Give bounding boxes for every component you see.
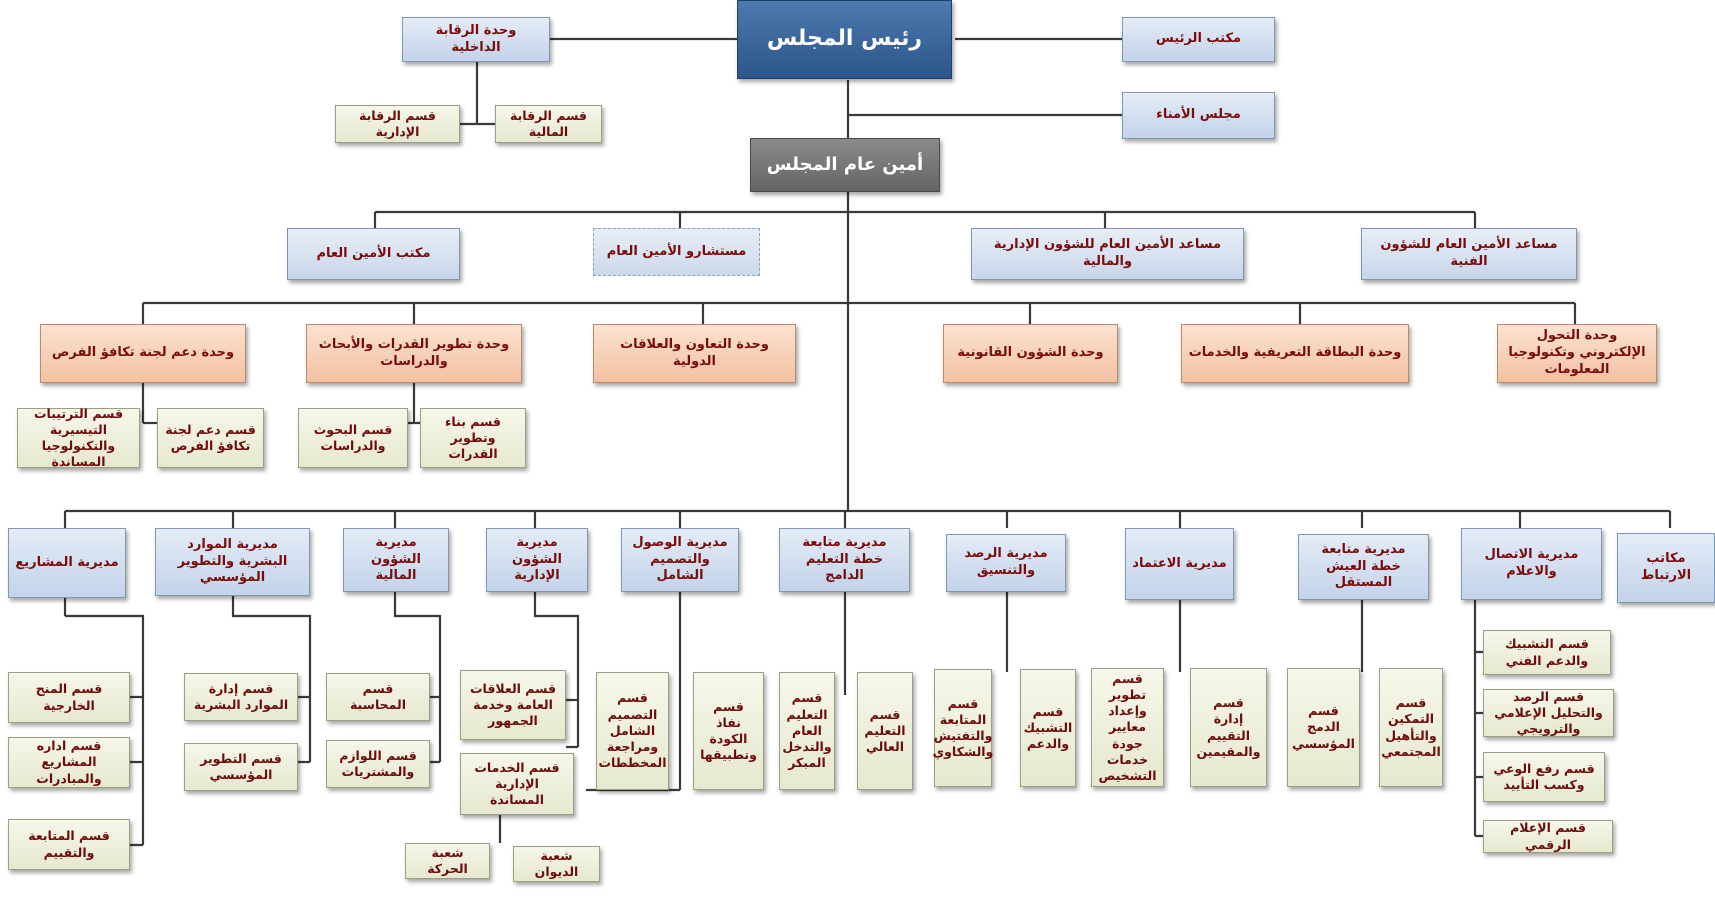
section-tech-networking: قسم التشبيك والدعم الفني (1483, 630, 1611, 675)
section-capacity: قسم بناء وتطوير القدرات (420, 408, 526, 468)
chairman-office-box: مكتب الرئيس (1122, 17, 1275, 62)
admin-audit-box: قسم الرقابة الإدارية (335, 105, 460, 143)
section-standards: قسم تطوير وإعداد معايير جودة خدمات التشخ… (1091, 668, 1164, 787)
section-universal-design: قسم التصميم الشامل ومراجعة المخططات (596, 672, 669, 790)
section-inst-dev: قسم التطوير المؤسسي (184, 743, 298, 791)
section-inst-integration: قسم الدمج المؤسسي (1287, 668, 1360, 787)
section-inspection: قسم المتابعة والتفتيش والشكاوي (933, 669, 993, 787)
directorate-independent-living: مديرية متابعة خطة العيش المستقل (1298, 534, 1429, 600)
financial-audit-box: قسم الرقابة المالية (495, 105, 602, 143)
section-supplies: قسم اللوازم والمشتريات (326, 740, 430, 788)
board-of-trustees-box: مجلس الأمناء (1122, 92, 1275, 139)
section-code-enforcement: قسم نفاذ الكودة وتطبيقها (693, 672, 764, 790)
directorate-monitoring: مديرية الرصد والتنسيق (946, 534, 1066, 592)
directorate-communication: مديرية الاتصال والاعلام (1461, 528, 1602, 600)
directorate-inclusive-edu: مديرية متابعة خطة التعليم الدامج (779, 528, 910, 592)
unit-id-card: وحدة البطاقة التعريفية والخدمات (1181, 324, 1409, 383)
directorate-hr: مديرية الموارد البشرية والتطوير المؤسسي (155, 528, 310, 596)
chairman-box: رئيس المجلس (737, 0, 952, 79)
section-hr-mgmt: قسم إدارة الموارد البشرية (184, 673, 298, 721)
section-higher-edu: قسم التعليم العالي (857, 672, 913, 790)
section-research: قسم البحوث والدراسات (298, 408, 408, 468)
unit-legal: وحدة الشؤون القانونية (943, 324, 1118, 383)
section-support-services: قسم الخدمات الإدارية المساندة (460, 753, 574, 815)
section-movement: شعبة الحركة (405, 843, 490, 879)
directorate-projects: مديرية المشاريع (8, 528, 126, 598)
directorate-admin: مديرية الشؤون الإدارية (486, 528, 588, 592)
section-registry: شعبة الديوان (513, 846, 600, 882)
section-project-mgmt: قسم اداره المشاريع والمبادرات (8, 737, 130, 788)
asg-admin-box: مساعد الأمين العام للشؤون الإدارية والما… (971, 228, 1244, 280)
section-digital-media: قسم الإعلام الرقمي (1483, 820, 1613, 853)
sg-office-box: مكتب الأمين العام (287, 228, 460, 280)
directorate-access: مديرية الوصول والتصميم الشامل (621, 528, 739, 592)
section-public-relations: قسم العلاقات العامة وخدمة الجمهور (460, 670, 566, 740)
section-community-rehab: قسم التمكين والتأهيل المجتمعي (1379, 668, 1443, 787)
internal-audit-box: وحدة الرقابة الداخلية (402, 17, 550, 62)
sg-advisors-box: مستشارو الأمين العام (593, 228, 760, 276)
directorate-accreditation: مديرية الاعتماد (1125, 528, 1234, 600)
section-evaluators: قسم إدارة التقييم والمقيمين (1190, 668, 1267, 787)
unit-capacity-research: وحدة تطوير القدرات والأبحاث والدراسات (306, 324, 522, 383)
unit-digital: وحدة التحول الإلكتروني وتكنولوجيا المعلو… (1497, 324, 1657, 383)
section-general-edu: قسم التعليم العام والتدخل المبكر (779, 672, 835, 790)
section-eo-support: قسم دعم لجنة تكافؤ الفرص (157, 408, 264, 468)
section-foreign-grants: قسم المنح الخارجية (8, 672, 130, 723)
directorate-liaison: مكاتب الارتباط (1617, 533, 1715, 603)
section-media-analysis: قسم الرصد والتحليل الإعلامي والترويجي (1483, 689, 1614, 737)
unit-equal-opportunity: وحدة دعم لجنة تكافؤ الفرص (40, 324, 246, 383)
asg-tech-box: مساعد الأمين العام للشؤون الفنية (1361, 228, 1577, 280)
section-awareness: قسم رفع الوعي وكسب التأييد (1483, 752, 1605, 802)
directorate-finance: مديرية الشؤون المالية (343, 528, 449, 592)
section-arrangements: قسم الترتيبات التيسيرية والتكنولوجيا الم… (17, 406, 140, 469)
section-accounting: قسم المحاسبة (326, 673, 430, 721)
secretary-general-box: أمين عام المجلس (750, 138, 940, 192)
section-follow-eval: قسم المتابعة والتقييم (8, 819, 130, 870)
unit-cooperation: وحدة التعاون والعلاقات الدولية (593, 324, 796, 383)
section-networking: قسم التشبيك والدعم (1020, 669, 1076, 787)
